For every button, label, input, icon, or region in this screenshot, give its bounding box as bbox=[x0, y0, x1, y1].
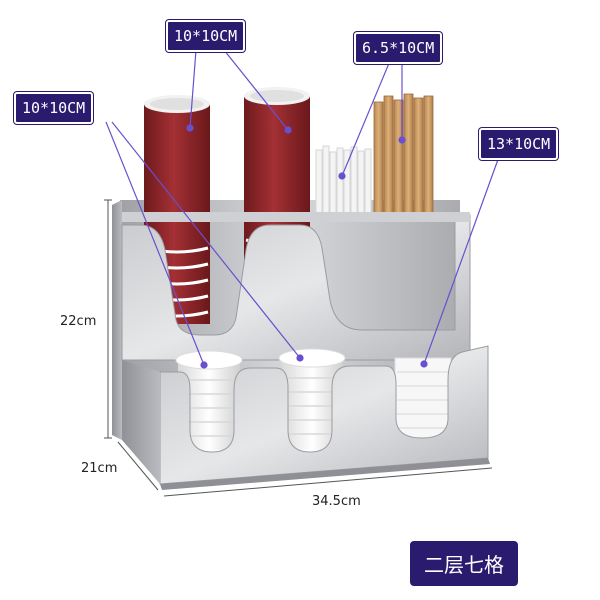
depth-dimension: 21cm bbox=[81, 461, 118, 476]
width-dimension: 34.5cm bbox=[312, 494, 361, 509]
stick-size-label: 6.5*10CM bbox=[354, 32, 443, 64]
cup-size-label-left: 10*10CM bbox=[14, 92, 94, 124]
holder-upper-tier bbox=[121, 212, 471, 361]
kraft-sugar-sticks bbox=[373, 93, 434, 219]
holder-lower-tier bbox=[122, 345, 490, 490]
label-pointers bbox=[105, 49, 501, 369]
product-spec-badge: 二层七格 bbox=[410, 541, 518, 586]
dimension-lines bbox=[104, 199, 493, 497]
white-stirrers bbox=[315, 145, 372, 221]
height-dimension: 22cm bbox=[60, 314, 97, 329]
cup-size-label-top: 10*10CM bbox=[166, 20, 246, 52]
lid-size-label: 13*10CM bbox=[479, 128, 559, 160]
lid-stack bbox=[394, 357, 452, 439]
